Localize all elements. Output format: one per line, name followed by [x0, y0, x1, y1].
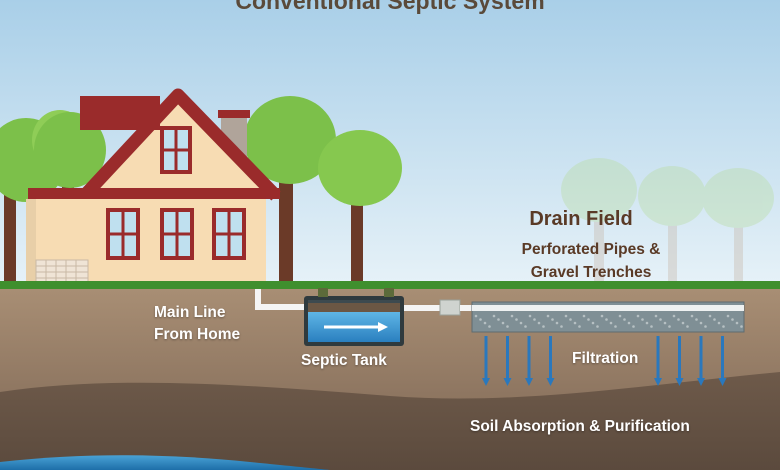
gravel-dot	[515, 318, 518, 321]
gravel-dot	[587, 318, 590, 321]
main-line-label: Main Line From Home	[154, 302, 240, 346]
gravel-dot	[641, 318, 644, 321]
gravel-dot	[479, 318, 482, 321]
gravel-dot	[537, 321, 541, 325]
gravel-dot	[740, 325, 743, 328]
gravel-dot	[609, 321, 613, 325]
gravel-dot	[650, 325, 653, 328]
diagram-title: Conventional Septic System	[235, 0, 545, 14]
gravel-dot	[632, 325, 635, 328]
gravel-dot	[654, 314, 658, 318]
gravel-dot	[722, 325, 725, 328]
gravel-dot	[668, 325, 671, 328]
gravel-dot	[501, 321, 505, 325]
gravel-dot	[699, 321, 703, 325]
gravel-dot	[524, 325, 527, 328]
gravel-dot	[708, 314, 712, 318]
filtration-arrow-head	[546, 378, 555, 386]
gravel-dots	[474, 314, 743, 328]
filtration-arrow-head	[697, 378, 705, 386]
faded-tree	[702, 168, 774, 286]
main-line-label-line1: Main Line	[154, 304, 226, 321]
drain-field-trench	[471, 301, 745, 333]
gravel-dot	[690, 314, 694, 318]
filtration-arrow-head	[482, 378, 490, 386]
gravel-dot	[726, 314, 730, 318]
septic-tank	[304, 288, 404, 346]
gravel-dot	[636, 314, 640, 318]
faded-tree	[561, 158, 637, 286]
gravel-dot	[578, 325, 581, 328]
gravel-dot	[474, 314, 478, 318]
gravel-dot	[717, 321, 721, 325]
gravel-dot	[695, 318, 698, 321]
tree-right-2	[318, 130, 402, 285]
drain-field-label: Drain Field	[529, 208, 633, 230]
gravel-dot	[659, 318, 662, 321]
filtration-arrow-head	[718, 378, 727, 386]
gravel-dot	[713, 318, 716, 321]
main-line-pipe	[255, 289, 306, 310]
filtration-label: Filtration	[572, 350, 639, 367]
gravel-dot	[546, 314, 550, 318]
grass-line	[0, 281, 780, 289]
gravel-dot	[614, 325, 617, 328]
gravel-dot	[663, 321, 667, 325]
main-line-label-line2: From Home	[154, 326, 241, 343]
gravel-dot	[686, 325, 689, 328]
filtration-arrows	[482, 336, 727, 386]
drain-field-description: Perforated Pipes & Gravel Trenches	[521, 241, 661, 281]
gravel-dot	[560, 325, 563, 328]
gravel-dot	[645, 321, 649, 325]
gravel-dot	[582, 314, 586, 318]
gravel-dot	[600, 314, 604, 318]
distribution-box	[439, 299, 461, 316]
filtration-arrow-head	[654, 378, 662, 386]
gravel-dot	[704, 325, 707, 328]
gravel-dot	[623, 318, 626, 321]
gravel-dot	[497, 318, 500, 321]
gravel-dot	[735, 321, 739, 325]
filtration-arrow-head	[503, 378, 512, 386]
gravel-dot	[555, 321, 559, 325]
gravel-dot	[596, 325, 599, 328]
gravel-dot	[672, 314, 676, 318]
gravel-dot	[510, 314, 514, 318]
groundwater	[0, 455, 330, 470]
gravel-dot	[564, 314, 568, 318]
gravel-dot	[573, 321, 577, 325]
gravel-dot	[551, 318, 554, 321]
gravel-dot	[506, 325, 509, 328]
filtration-arrow-head	[675, 378, 684, 386]
gravel-dot	[542, 325, 545, 328]
background-trees	[561, 158, 774, 286]
tree-right-1	[244, 96, 336, 285]
gravel-dot	[681, 321, 685, 325]
gravel-dot	[605, 318, 608, 321]
gravel-dot	[569, 318, 572, 321]
gravel-dot	[519, 321, 523, 325]
deep-soil-layer	[0, 372, 780, 470]
soil-absorption-label: Soil Absorption & Purification	[470, 418, 690, 435]
gravel-dot	[533, 318, 536, 321]
gravel-dot	[618, 314, 622, 318]
gravel-dot	[492, 314, 496, 318]
gravel-dot	[677, 318, 680, 321]
gravel-dot	[627, 321, 631, 325]
gravel-dot	[731, 318, 734, 321]
gravel-dot	[488, 325, 491, 328]
filtration-arrow-head	[525, 378, 533, 386]
septic-tank-label: Septic Tank	[301, 352, 387, 369]
gravel-dot	[528, 314, 532, 318]
gravel-dot	[483, 321, 487, 325]
house	[26, 88, 281, 286]
gravel-dot	[591, 321, 595, 325]
faded-tree	[638, 166, 706, 285]
